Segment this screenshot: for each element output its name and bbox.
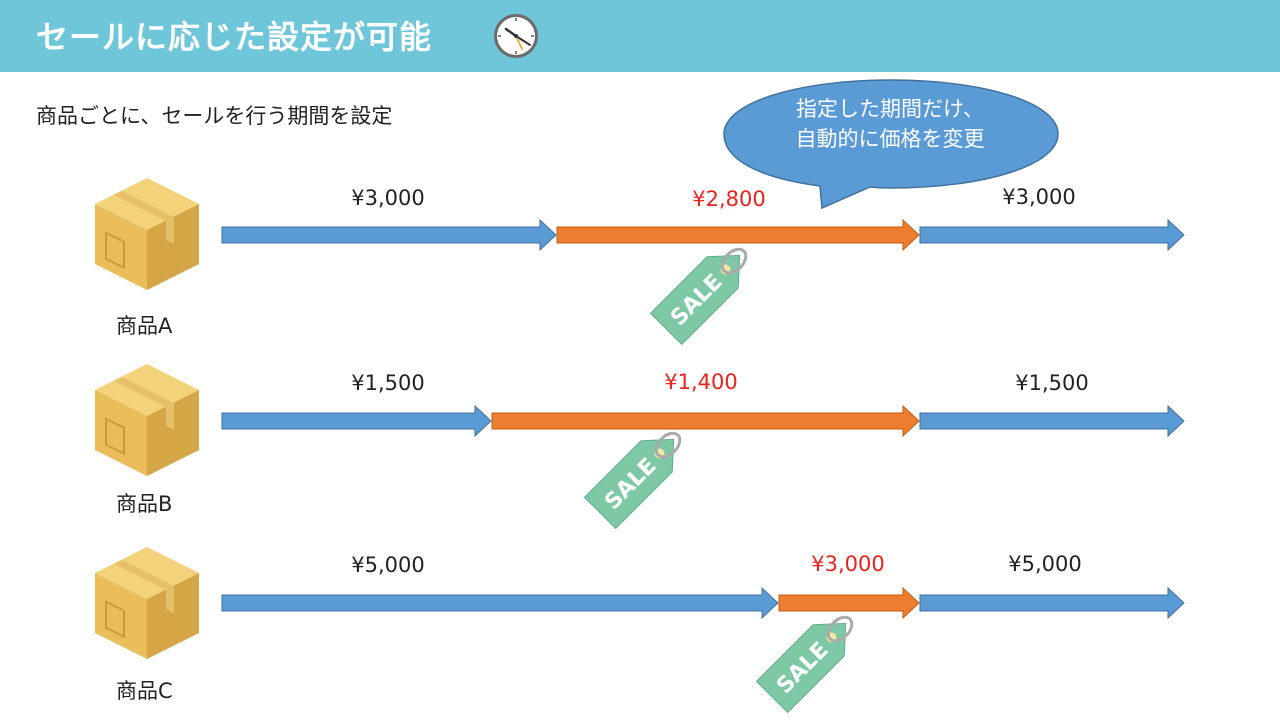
section-subtitle: 商品ごとに、セールを行う期間を設定 (36, 104, 393, 128)
price-before-a: ¥3,000 (351, 186, 425, 210)
arrow-sale-b (491, 404, 920, 438)
price-after-a: ¥3,000 (1002, 185, 1076, 209)
price-before-c: ¥5,000 (351, 553, 425, 577)
price-sale-c: ¥3,000 (811, 552, 885, 576)
sale-tag-icon: SALE (583, 431, 682, 530)
price-after-c: ¥5,000 (1008, 552, 1082, 576)
box-icon (95, 547, 199, 659)
box-icon (95, 178, 199, 290)
clock-icon (494, 14, 538, 58)
callout-text: 指定した期間だけ、 自動的に価格を変更 (722, 94, 1058, 154)
sale-tag-icon: SALE (755, 615, 854, 714)
page-title: セールに応じた設定が可能 (36, 18, 433, 56)
arrow-before-a (221, 218, 557, 252)
price-sale-a: ¥2,800 (692, 187, 766, 211)
arrow-after-c (919, 586, 1185, 620)
product-label-a: 商品A (116, 314, 173, 338)
arrow-sale-a (556, 218, 920, 252)
sale-tag-icon: SALE (649, 247, 748, 346)
product-label-b: 商品B (116, 492, 173, 516)
product-label-c: 商品C (116, 679, 173, 703)
arrow-sale-c (778, 586, 920, 620)
arrow-after-a (919, 218, 1185, 252)
callout-line-1: 指定した期間だけ、 (796, 97, 984, 121)
price-sale-b: ¥1,400 (664, 370, 738, 394)
callout-bubble (723, 79, 1059, 210)
title-bar: セールに応じた設定が可能 (0, 0, 1280, 72)
box-icon (95, 364, 199, 476)
arrow-before-b (221, 404, 492, 438)
callout-line-2: 自動的に価格を変更 (795, 127, 985, 151)
price-before-b: ¥1,500 (351, 371, 425, 395)
price-after-b: ¥1,500 (1015, 371, 1089, 395)
arrow-after-b (919, 404, 1185, 438)
arrow-before-c (221, 586, 779, 620)
